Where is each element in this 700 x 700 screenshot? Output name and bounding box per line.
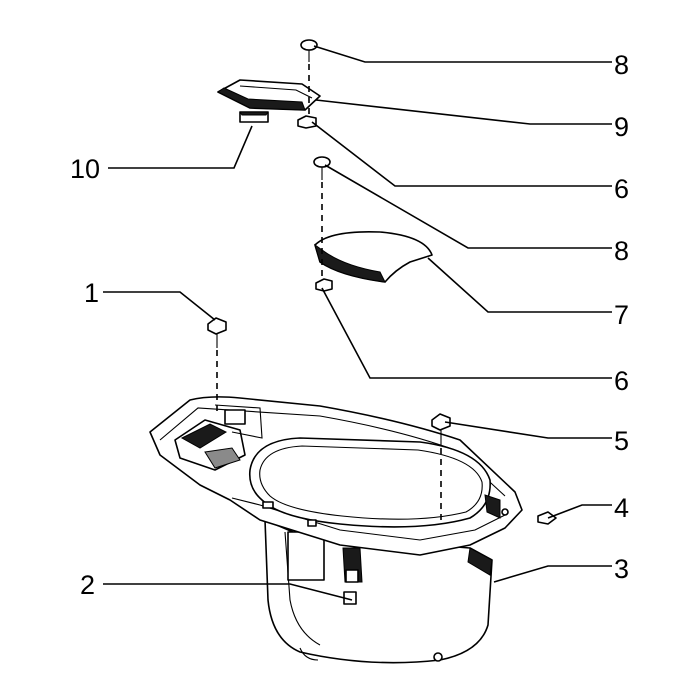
callout-3: 3 — [614, 554, 629, 584]
screw-left — [207, 317, 227, 348]
clip-nut — [537, 511, 557, 525]
nut-middle — [315, 278, 333, 292]
callout-9: 9 — [614, 112, 629, 142]
screw-middle — [313, 156, 331, 180]
callout-4: 4 — [614, 493, 629, 523]
large-cover — [314, 230, 433, 283]
callout-8-middle: 8 — [614, 236, 629, 266]
helmet-compartment — [149, 396, 523, 664]
callout-1: 1 — [84, 278, 99, 308]
rubber-pad — [239, 111, 269, 123]
callout-8-top: 8 — [614, 50, 629, 80]
callout-2: 2 — [80, 570, 95, 600]
screw-top — [300, 39, 318, 62]
callout-6-top: 6 — [614, 174, 629, 204]
callout-5: 5 — [614, 426, 629, 456]
screw-right — [431, 413, 451, 446]
callout-10: 10 — [70, 154, 100, 184]
callout-7: 7 — [614, 300, 629, 330]
callout-6-middle: 6 — [614, 366, 629, 396]
small-cover-lid — [217, 79, 321, 111]
